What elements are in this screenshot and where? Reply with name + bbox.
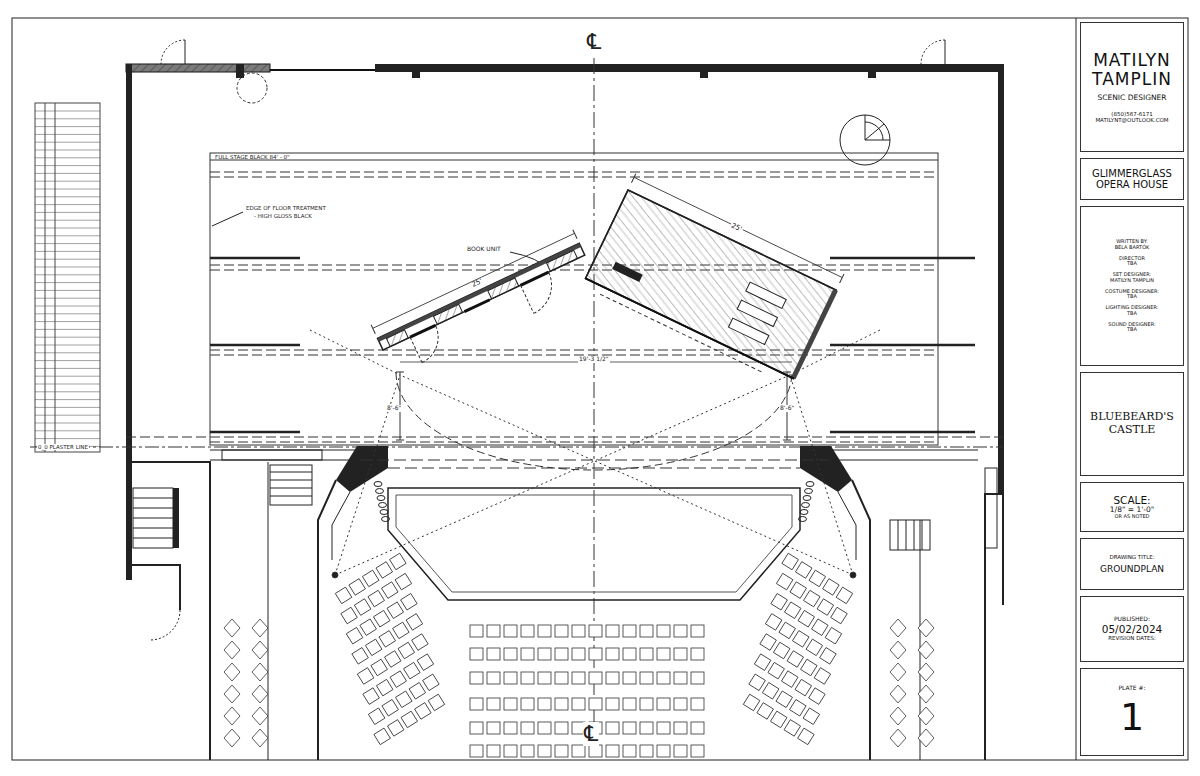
note-text: - HIGH GLOSS BLACK [253, 213, 313, 219]
title-block-text: SCALE: [1113, 494, 1150, 506]
callout-label: BOOK UNIT [466, 246, 502, 253]
dimension-text: 19'-3 1/2" [578, 356, 610, 363]
note-text: EDGE OF FLOOR TREATMENT [245, 205, 327, 211]
centerline-symbol: ℄ [583, 722, 599, 746]
designer-box: MATILYN TAMPLIN SCENIC DESIGNER (850)567-6… [1080, 22, 1184, 152]
title-block-text: PLATE #: [1118, 685, 1145, 692]
title-block-text: SCENIC DESIGNER [1097, 94, 1166, 103]
title-block-text: BÉLA BARTÓK [1115, 245, 1150, 251]
dimension-text: 8'-6" [779, 405, 795, 412]
credits-box: WRITTEN BY:BÉLA BARTÓKDIRECTORTBASET DES… [1080, 206, 1184, 366]
title-block-text: PUBLISHED: [1114, 616, 1150, 623]
published-box: PUBLISHED:05/02/2024REVISION DATES: [1080, 596, 1184, 662]
title-block-text: GLIMMERGLASS OPERA HOUSE [1084, 168, 1180, 191]
title-block-text: 05/02/2024 [1102, 623, 1163, 635]
title-block-text: GROUNDPLAN [1100, 564, 1164, 574]
title-block-text: 1 [1120, 696, 1144, 740]
venue-box: GLIMMERGLASS OPERA HOUSE [1080, 158, 1184, 200]
dimension-note: FULL STAGE BLACK 84' - 0" [215, 154, 290, 160]
title-block-text: 1/8" = 1'-0" [1110, 506, 1154, 515]
title-block-text: DRAWING TITLE: [1109, 554, 1154, 560]
scale-box: SCALE:1/8" = 1'-0"OR AS NOTED [1080, 482, 1184, 532]
plaster-line-label: 0_0 PLASTER LINE [37, 444, 89, 450]
title-block-text: TBA [1127, 294, 1137, 300]
centerline-symbol: ℄ [586, 30, 602, 54]
title-block-text: TBA [1127, 311, 1137, 317]
drawing-title-box: DRAWING TITLE: GROUNDPLAN [1080, 538, 1184, 590]
plate-box: PLATE #: 1 [1080, 668, 1184, 756]
show-title-box: BLUEBEARD'S CASTLE [1080, 372, 1184, 476]
dimension-text: 8'-6" [386, 405, 402, 412]
title-block-text: OR AS NOTED [1115, 514, 1150, 520]
title-block-text: REVISION DATES: [1108, 635, 1156, 641]
title-block-text: TBA [1127, 327, 1137, 333]
title-block-text: TBA [1127, 261, 1137, 267]
title-block-text: MATILYN TAMPLIN [1110, 278, 1154, 284]
title-block-text: (850)567-6171 [1111, 111, 1152, 117]
title-block-text: BLUEBEARD'S CASTLE [1084, 411, 1180, 436]
title-block-text: MATILYNT@OUTLOOK.COM [1095, 117, 1168, 123]
title-block-text: MATILYN TAMPLIN [1084, 51, 1180, 90]
dimension-text: 25' [729, 222, 744, 234]
